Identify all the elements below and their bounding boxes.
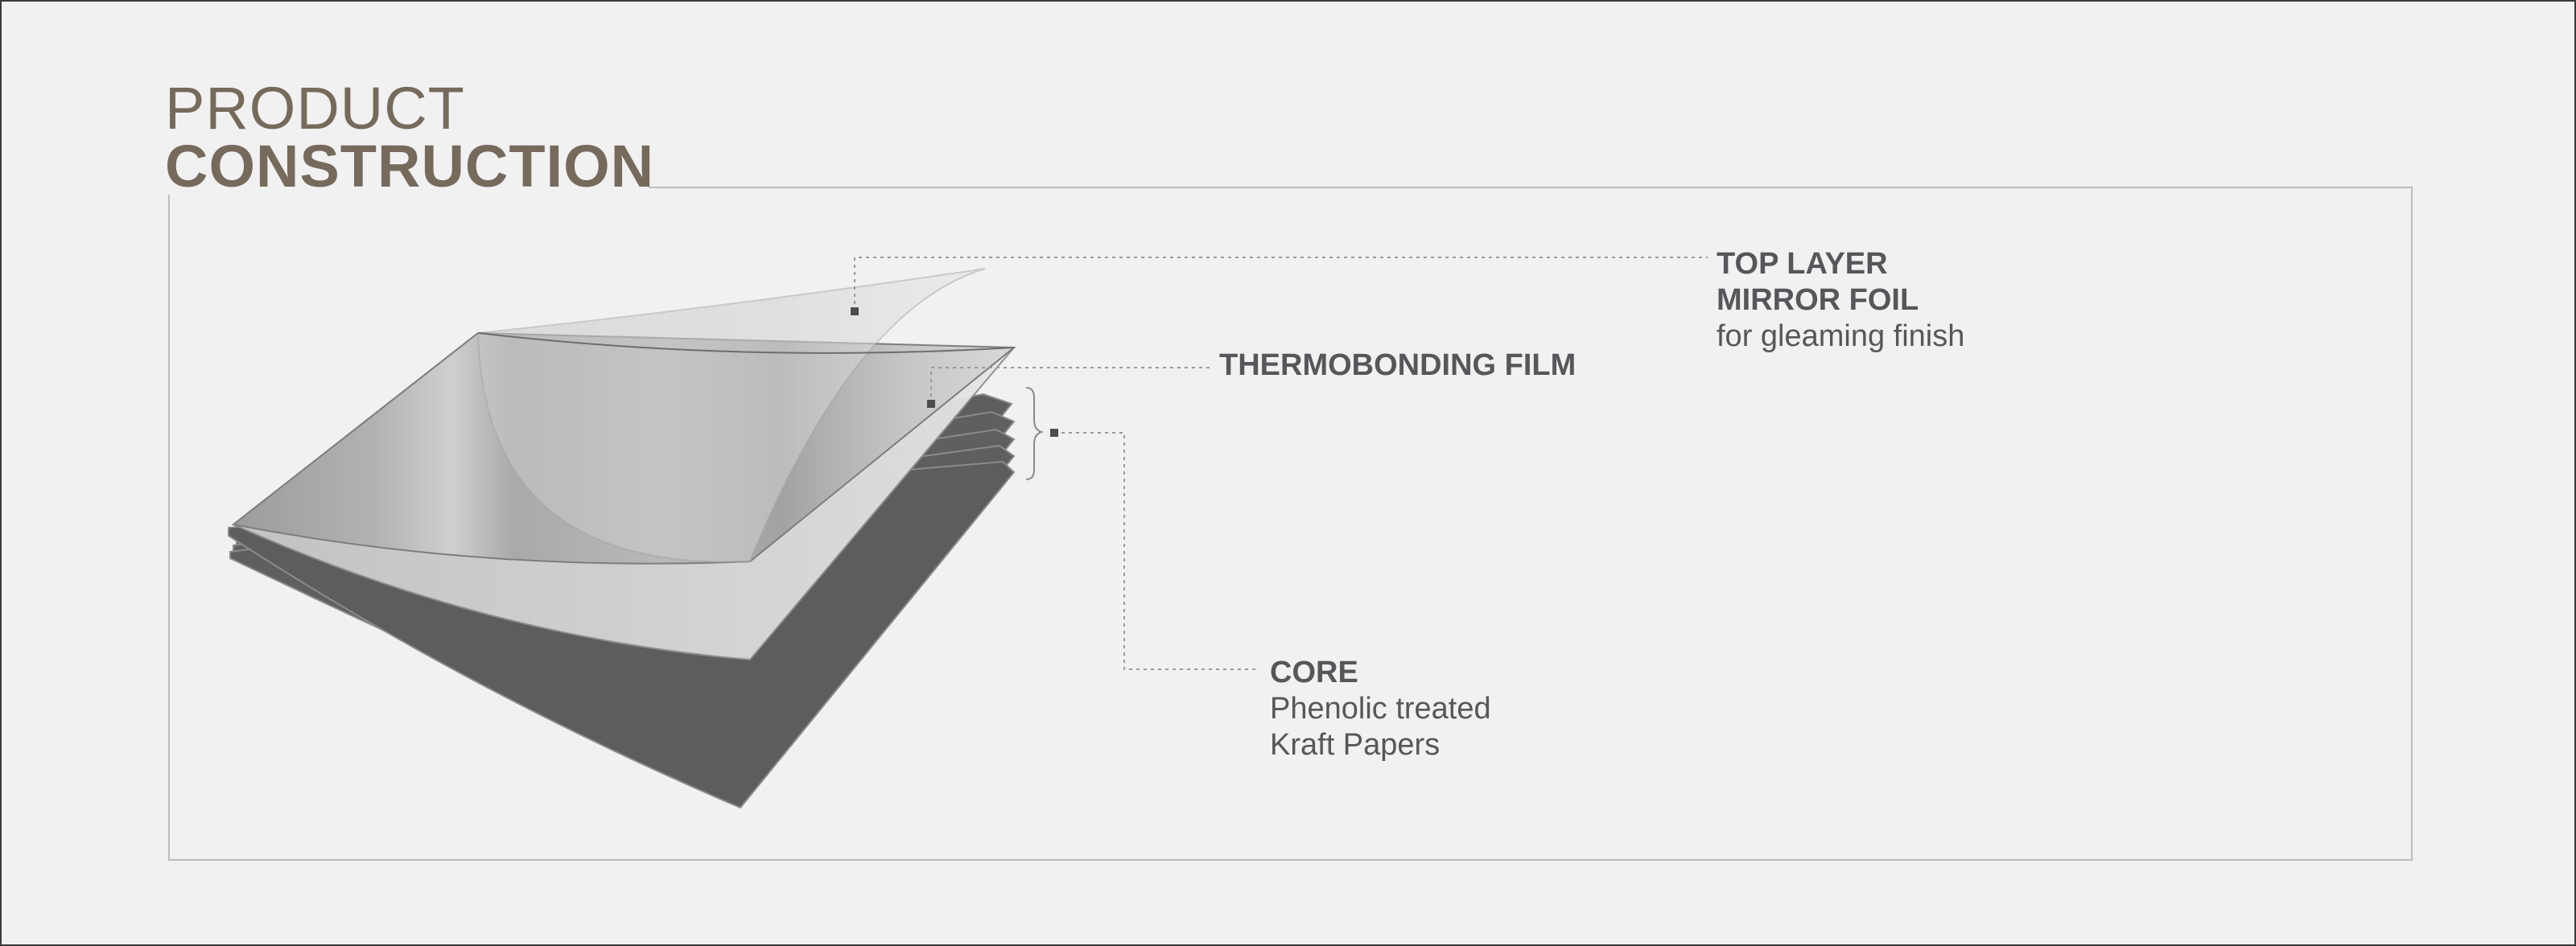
title-product: PRODUCT xyxy=(165,75,465,142)
mirror-foil-heading: MIRROR FOIL xyxy=(1717,283,1919,317)
top-layer-heading: TOP LAYER xyxy=(1717,247,1888,281)
core-heading: CORE xyxy=(1270,656,1358,689)
frame-title-gap xyxy=(163,180,649,195)
film-leader xyxy=(930,367,1213,404)
core-bracket xyxy=(1025,387,1045,480)
core-description-line1: Phenolic treated xyxy=(1270,692,1491,726)
top-layer-description: for gleaming finish xyxy=(1717,319,1965,353)
core-leader xyxy=(1054,432,1257,670)
core-description-line2: Kraft Papers xyxy=(1270,728,1440,762)
film-marker xyxy=(927,400,935,408)
top-layer-label: TOP LAYER MIRROR FOIL for gleaming finis… xyxy=(1717,246,1964,355)
top-layer-edge xyxy=(477,332,1015,354)
thermobonding-film-label: THERMOBONDING FILM xyxy=(1219,348,1576,384)
diagram-frame xyxy=(168,187,2413,861)
top-layer-marker xyxy=(851,307,859,315)
leader-lines xyxy=(854,257,1708,670)
core-marker xyxy=(1050,429,1058,437)
top-layer-sheet xyxy=(476,268,986,563)
film-heading: THERMOBONDING FILM xyxy=(1219,348,1577,382)
title-construction: CONSTRUCTION xyxy=(165,133,655,199)
top-layer-leader xyxy=(854,257,1708,311)
core-label: CORE Phenolic treated Kraft Papers xyxy=(1270,655,1491,763)
